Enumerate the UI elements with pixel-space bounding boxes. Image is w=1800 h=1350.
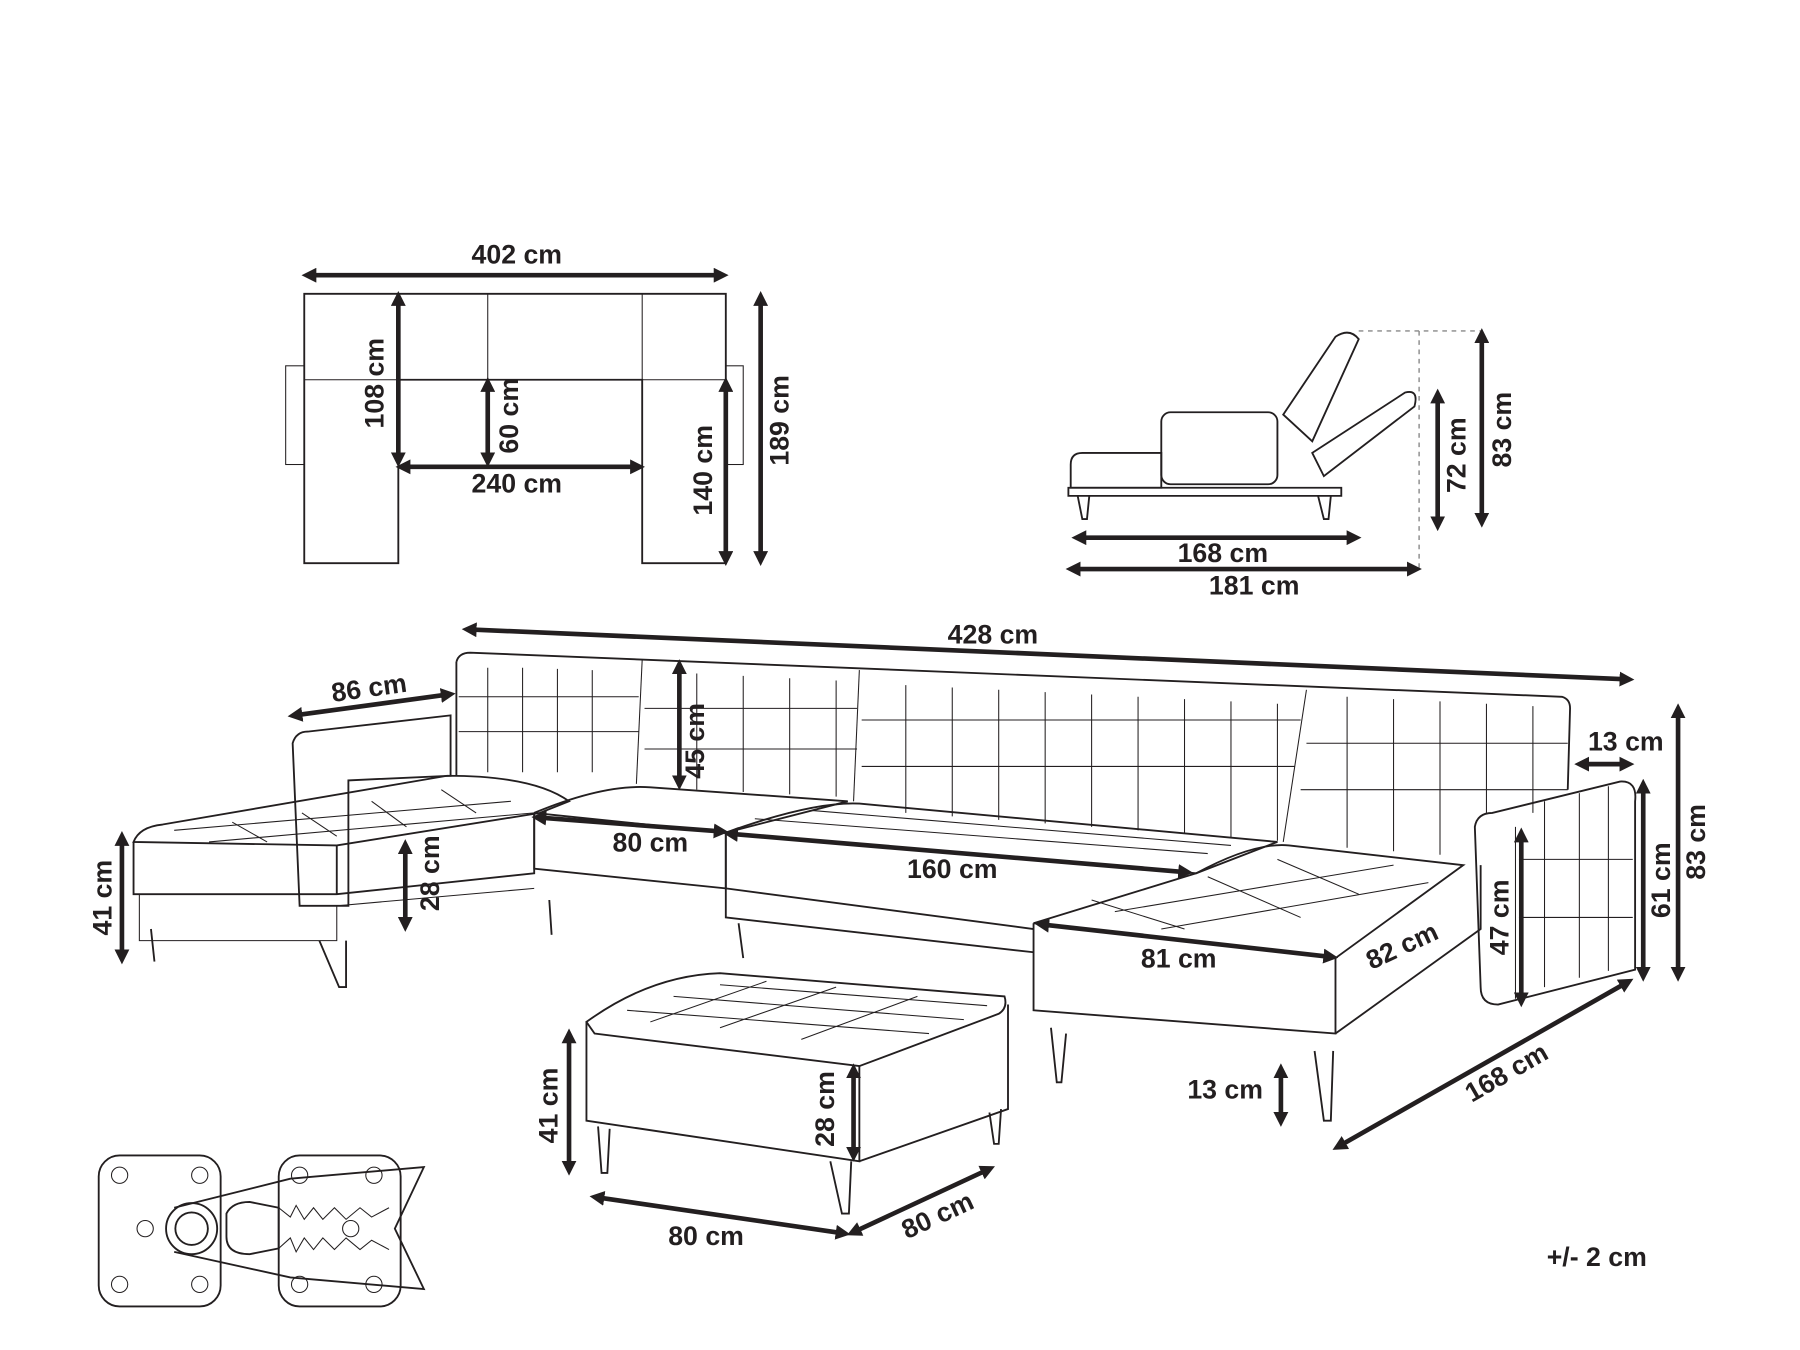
ottoman-view: 41 cm 28 cm 80 cm 80 cm (533, 972, 1009, 1251)
plan-view: 402 cm 108 cm 60 cm 240 cm 140 cm 189 cm (285, 240, 795, 567)
dim-label: 45 cm (680, 703, 710, 779)
dim-label: 240 cm (472, 468, 563, 498)
side-view: 168 cm 181 cm 72 cm 83 cm (1065, 328, 1517, 601)
dim-label: 61 cm (1646, 842, 1676, 918)
dim-label: 41 cm (533, 1068, 563, 1144)
dim-label: 83 cm (1681, 804, 1711, 880)
dim-label: 83 cm (1487, 392, 1517, 468)
dim-label: 140 cm (688, 425, 718, 516)
dim-label: 47 cm (1485, 880, 1515, 956)
dim-label: 60 cm (494, 378, 524, 454)
dim-label: 80 cm (612, 827, 688, 857)
dim-label: 13 cm (1588, 726, 1664, 756)
dim-label: 160 cm (907, 854, 998, 884)
dim-label: 28 cm (415, 835, 445, 911)
dim-label: 13 cm (1187, 1075, 1263, 1105)
dim-label: 189 cm (765, 375, 795, 466)
dim-label: 81 cm (1141, 943, 1217, 973)
dim-label: 428 cm (948, 619, 1039, 649)
dim-label: 168 cm (1460, 1037, 1553, 1108)
main-sofa-view: 428 cm 86 cm 45 cm 80 cm 160 cm 28 cm 41… (88, 619, 1711, 1150)
dim-label: 108 cm (359, 338, 389, 429)
hinge-bracket-icon (97, 1154, 426, 1308)
dim-label: 168 cm (1178, 538, 1269, 568)
dim-label: 72 cm (1442, 417, 1472, 493)
dim-label: 82 cm (1361, 916, 1442, 975)
tolerance-note: +/- 2 cm (1547, 1242, 1647, 1272)
dim-label: 28 cm (810, 1071, 840, 1147)
dim-label: 181 cm (1209, 571, 1300, 601)
dim-label: 41 cm (88, 860, 118, 936)
tufting-pattern (174, 667, 1633, 988)
dim-label: 402 cm (472, 240, 563, 270)
dim-label: 80 cm (668, 1221, 744, 1251)
